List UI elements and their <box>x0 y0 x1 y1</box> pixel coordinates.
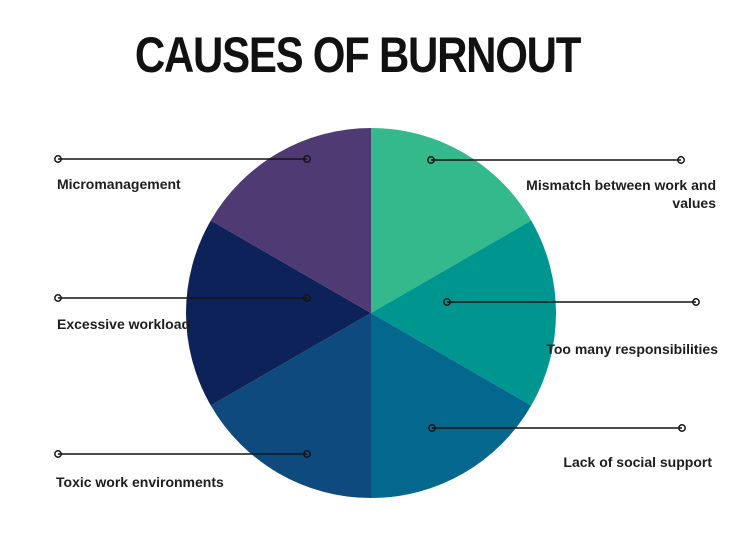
pie-slice-4 <box>186 220 371 406</box>
callout-endpoint-dot <box>692 298 700 306</box>
callout-line-excessive-workload <box>54 294 311 302</box>
callout-endpoint-dot <box>443 298 451 306</box>
callout-line-lack-of-social-support <box>428 424 686 432</box>
callout-endpoint-dot <box>678 424 686 432</box>
slice-label-mismatch-between-work-and-values: Mismatch between work and values <box>526 177 716 212</box>
callout-endpoint-dot <box>303 155 311 163</box>
pie-slice-1 <box>371 220 556 406</box>
callout-endpoint-dot <box>54 155 62 163</box>
pie-slice-0 <box>371 128 532 313</box>
callout-line-toxic-work-environments <box>54 450 311 458</box>
pie-slices <box>186 128 556 498</box>
callout-endpoint-dot <box>427 156 435 164</box>
callout-endpoint-dot <box>428 424 436 432</box>
callout-endpoint-dot <box>303 294 311 302</box>
pie-slice-3 <box>210 313 371 498</box>
pie-slice-2 <box>371 313 532 498</box>
slice-label-lack-of-social-support: Lack of social support <box>563 454 712 470</box>
callout-line-mismatch <box>427 156 685 164</box>
callout-endpoint-dot <box>54 294 62 302</box>
callout-endpoint-dot <box>303 450 311 458</box>
slice-label-toxic-work-environments: Toxic work environments <box>56 474 224 490</box>
pie-slice-5 <box>210 128 371 313</box>
callout-endpoint-dot <box>677 156 685 164</box>
callout-line-too-many-responsibilities <box>443 298 700 306</box>
slice-label-excessive-workload: Excessive workload <box>57 316 191 332</box>
callout-endpoint-dot <box>54 450 62 458</box>
slice-label-micromanagement: Micromanagement <box>57 176 181 192</box>
callout-line-micromanagement <box>54 155 311 163</box>
chart-title: CAUSES OF BURNOUT <box>134 27 582 83</box>
slice-label-too-many-responsibilities: Too many responsibilities <box>546 341 718 357</box>
